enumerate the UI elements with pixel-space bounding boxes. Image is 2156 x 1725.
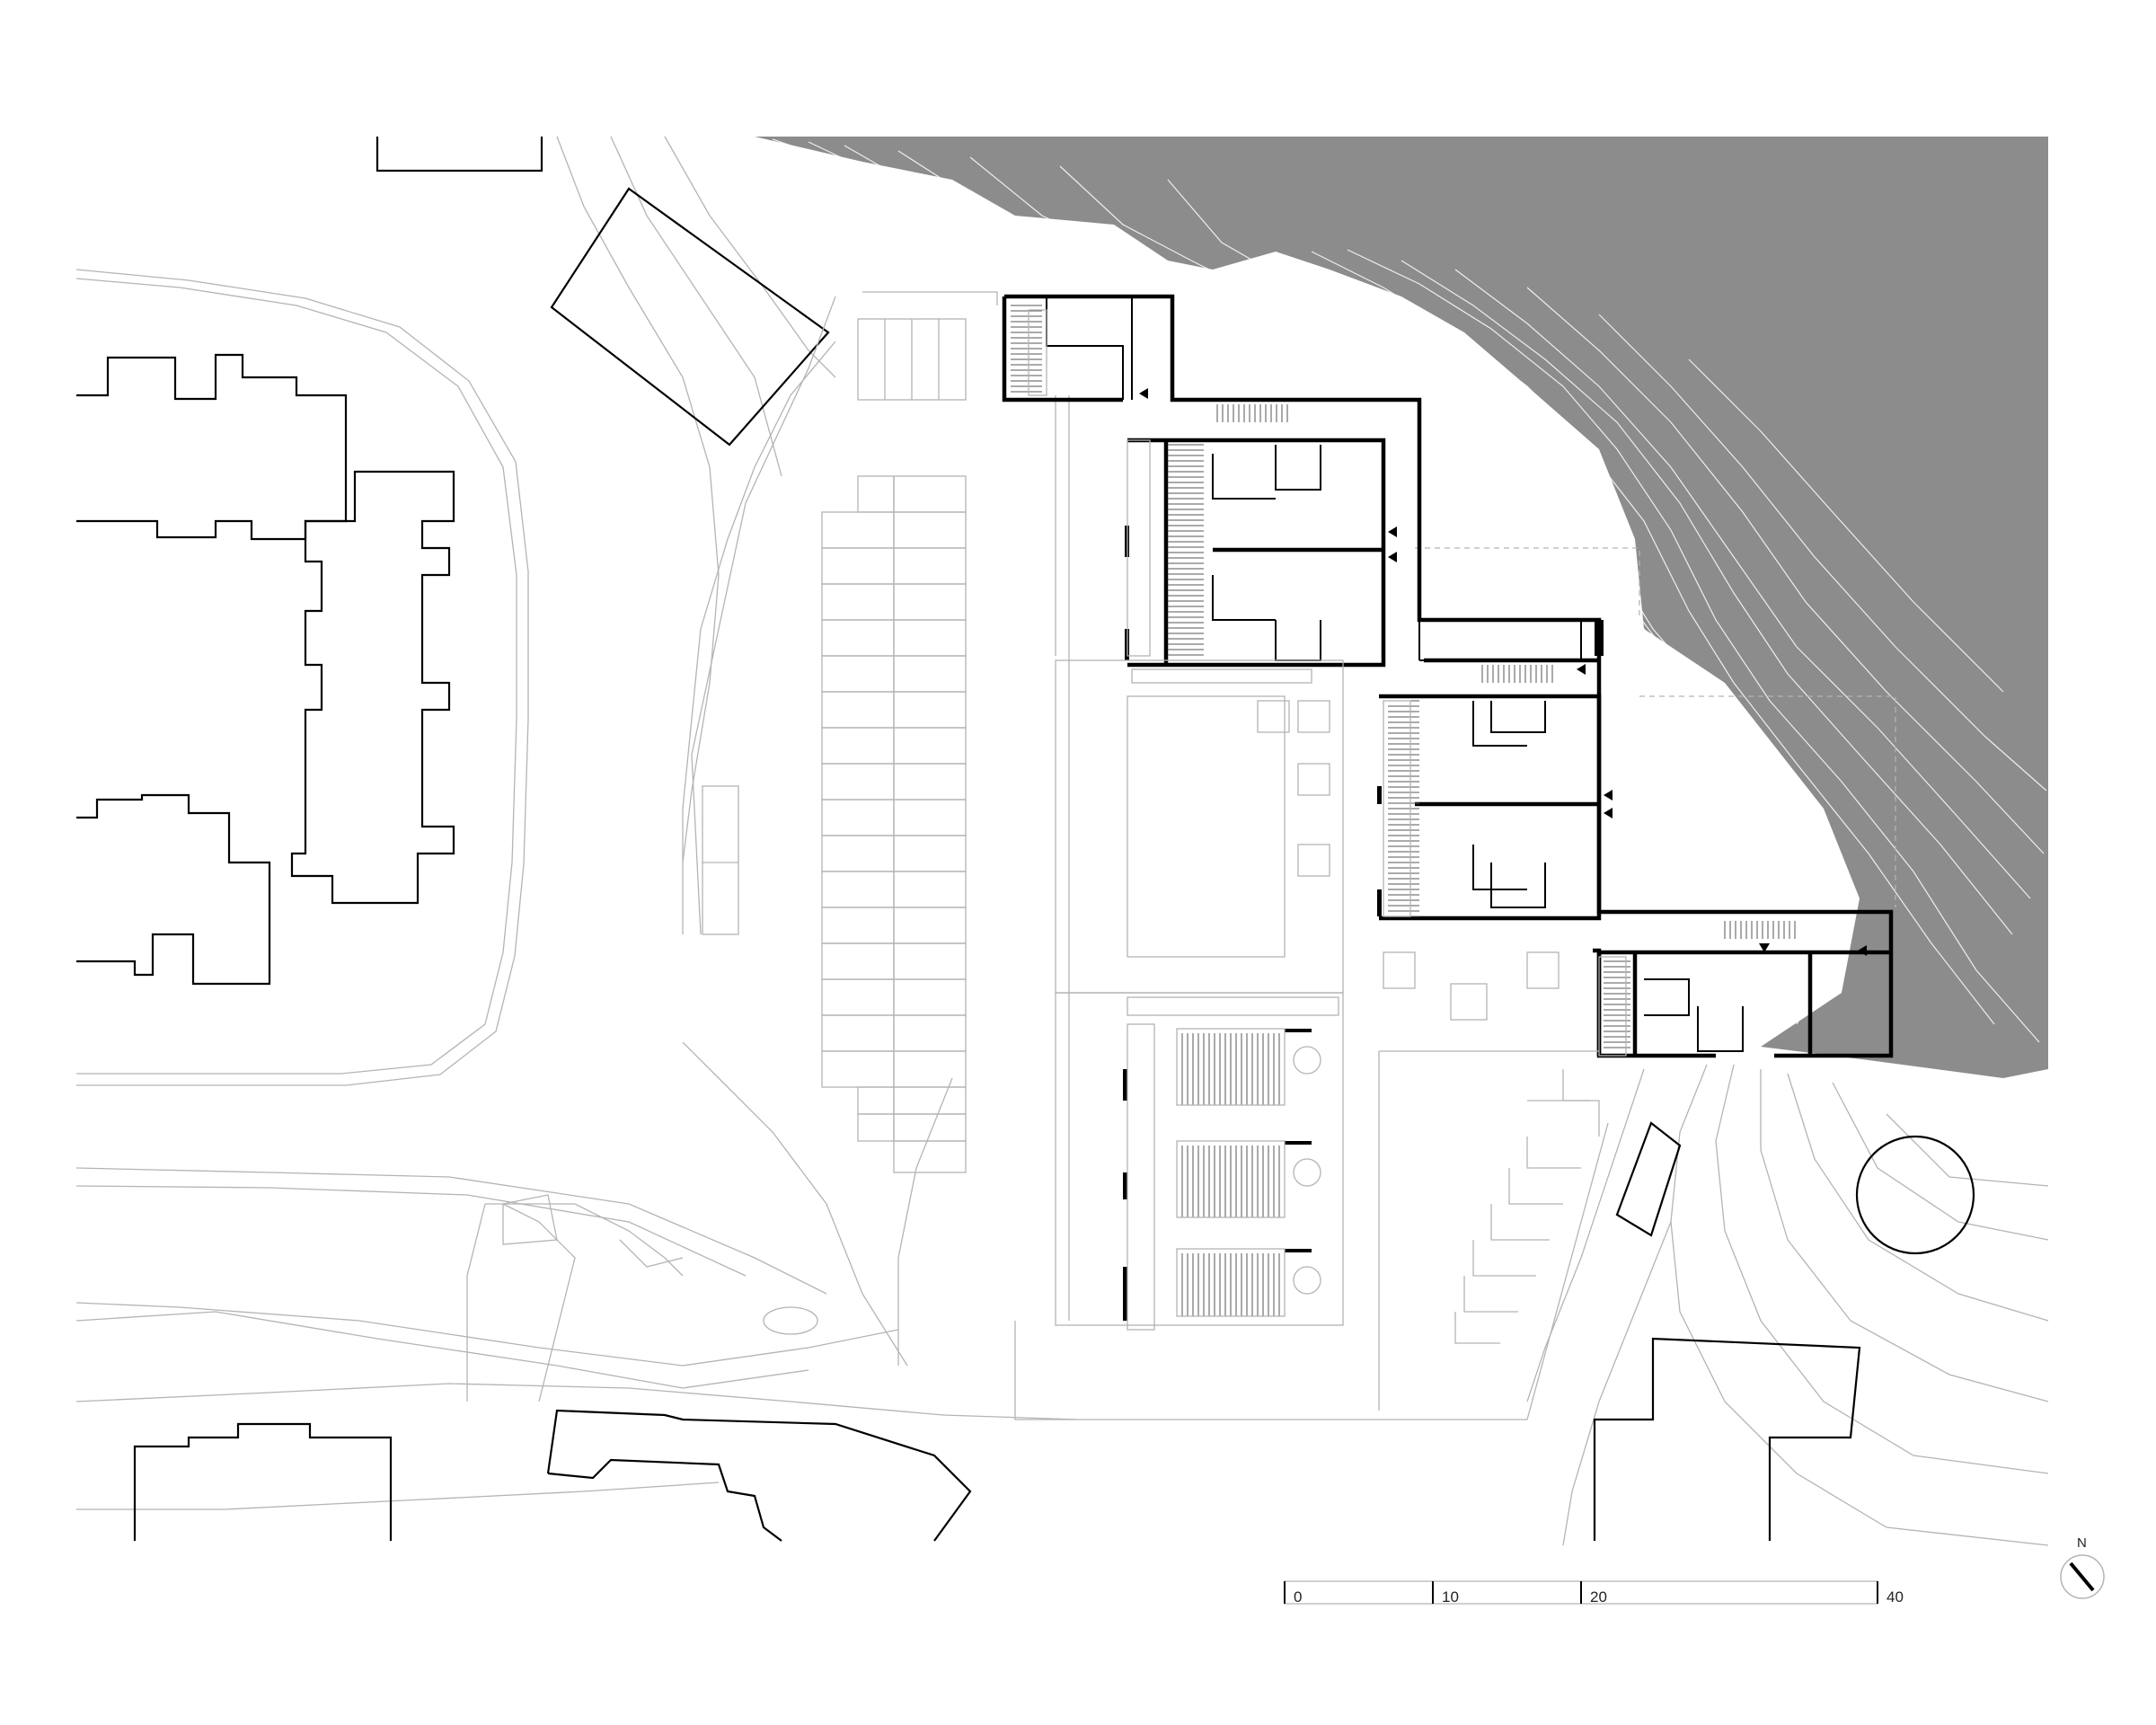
scale-label-0: 0	[1294, 1588, 1302, 1606]
parking-space	[893, 907, 967, 944]
neighbouring-buildings	[76, 137, 1975, 1542]
terrain-contours-east	[1526, 1064, 2049, 1546]
scale-label-10: 10	[1442, 1588, 1459, 1606]
parking-space	[893, 1113, 967, 1142]
parking-space	[857, 1113, 895, 1142]
parking-space	[821, 942, 895, 980]
north-arrow: N	[2060, 1535, 2105, 1599]
parking-space	[821, 619, 895, 657]
neighbour-building-top-left	[376, 137, 543, 172]
main-building	[1002, 294, 1894, 1321]
north-label: N	[2077, 1535, 2087, 1551]
parking-space	[821, 691, 895, 729]
parking-space	[893, 1014, 967, 1052]
entrance-markers	[1139, 388, 1867, 956]
scale-label-40: 40	[1886, 1588, 1904, 1606]
parking-space	[893, 727, 967, 765]
parking-space	[893, 835, 967, 872]
parking-space	[893, 763, 967, 801]
parking-space	[821, 727, 895, 765]
scale-bar: 0 10 20 40	[1284, 1580, 1904, 1606]
parking-space	[893, 799, 967, 836]
parking-space	[821, 655, 895, 693]
neighbour-building-rotated	[550, 187, 830, 447]
parking-space	[893, 1086, 967, 1115]
parking-space	[821, 907, 895, 944]
neighbour-building-wing-1	[76, 353, 348, 541]
neighbour-building-bottom-left	[133, 1422, 393, 1541]
parking-space	[821, 763, 895, 801]
parking-space	[893, 691, 967, 729]
courtyard	[1014, 309, 1627, 1420]
parking-space	[893, 475, 967, 513]
parking-space	[821, 871, 895, 908]
parking-area	[691, 291, 1070, 1321]
neighbour-building-wing-2	[76, 793, 271, 986]
parking-space	[821, 799, 895, 836]
neighbour-building-bottom-middle	[546, 1409, 972, 1542]
parking-space	[893, 978, 967, 1016]
parking-space	[821, 835, 895, 872]
parking-space	[893, 871, 967, 908]
parking-space	[821, 547, 895, 585]
terrain-contours	[75, 136, 1079, 1510]
parking-space	[893, 619, 967, 657]
parking-space	[893, 942, 967, 980]
stairs	[1011, 305, 1796, 1316]
parking-space	[893, 1140, 967, 1173]
dashed-terrace-outline	[1415, 547, 1896, 907]
parking-space	[893, 547, 967, 585]
scale-label-20: 20	[1590, 1588, 1607, 1606]
parking-space	[821, 583, 895, 621]
circular-tank	[1855, 1135, 1975, 1255]
neighbour-building-bottom-right	[1593, 1337, 1861, 1541]
parking-space	[821, 1050, 895, 1088]
parking-space	[893, 583, 967, 621]
parking-space	[857, 475, 895, 513]
parking-space	[893, 655, 967, 693]
parking-space	[893, 511, 967, 549]
parking-space	[821, 511, 895, 549]
parking-space	[821, 1014, 895, 1052]
parking-space	[821, 978, 895, 1016]
sea-area	[755, 137, 2048, 1078]
neighbour-building-small-rotated	[1615, 1121, 1682, 1237]
parking-space	[857, 1086, 895, 1115]
parking-space	[893, 1050, 967, 1088]
neighbour-building-long	[290, 470, 455, 905]
